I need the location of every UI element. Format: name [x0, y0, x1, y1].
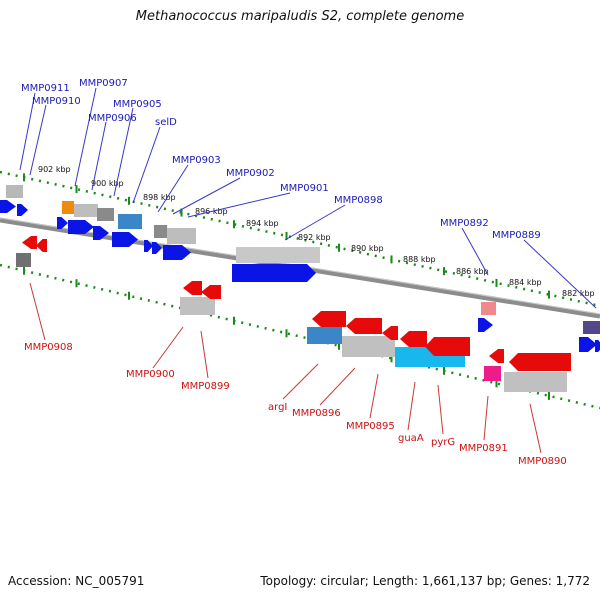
scale-label: 882 kbp — [562, 289, 595, 298]
reverse-gene-arrow — [22, 236, 37, 249]
gene-label-top: MMP0903 — [172, 155, 221, 166]
gene-label-top: MMP0889 — [492, 230, 541, 241]
forward-gene-arrow — [478, 318, 493, 332]
scale-label: 900 kbp — [91, 179, 124, 188]
scale-label: 890 kbp — [351, 244, 384, 253]
reverse-gene-arrow — [201, 285, 221, 299]
gene-label-bottom: argI — [268, 402, 287, 413]
forward-gene-arrow — [93, 226, 109, 240]
forward-gene-arrow — [579, 337, 597, 352]
reverse-gene-arrow — [346, 318, 382, 334]
labels-top: MMP0911 MMP0910 MMP0907 MMP0906 MMP0905 … — [19, 78, 597, 309]
accession-label: Accession: NC_005791 — [8, 574, 145, 588]
gene-label-top: MMP0907 — [79, 78, 128, 89]
topology-label: Topology: circular; Length: 1,661,137 bp… — [260, 574, 590, 588]
forward-gene-arrow — [68, 220, 94, 234]
scale-label: 894 kbp — [246, 219, 279, 228]
reverse-gene-arrow — [183, 281, 202, 295]
gene-label-top: MMP0898 — [334, 195, 383, 206]
reverse-gene-arrow — [312, 311, 346, 327]
forward-gene-arrow — [152, 242, 162, 254]
features-top — [6, 185, 600, 334]
labels-bottom: MMP0908 MMP0900 MMP0899 argI MMP0896 MMP… — [24, 282, 567, 467]
reverse-genes — [22, 236, 571, 371]
gene-label-top: MMP0892 — [440, 218, 489, 229]
gene-label-bottom: MMP0895 — [346, 421, 395, 432]
gene-label-bottom: pyrG — [431, 437, 455, 448]
reverse-gene-arrow — [509, 353, 571, 371]
scale-label: 892 kbp — [298, 233, 331, 242]
forward-gene-arrow — [144, 240, 153, 252]
gene-label-top: MMP0906 — [88, 113, 137, 124]
scale-label: 884 kbp — [509, 278, 542, 287]
reverse-gene-arrow — [382, 326, 398, 340]
reverse-gene-arrow — [425, 337, 470, 356]
reverse-gene-arrow — [36, 239, 47, 252]
forward-gene-arrow — [595, 340, 600, 352]
forward-genes — [0, 200, 600, 352]
reverse-gene-arrow — [489, 349, 504, 363]
forward-gene-arrow — [57, 217, 68, 229]
gene-label-bottom: MMP0890 — [518, 456, 567, 467]
scale-label: 886 kbp — [456, 267, 489, 276]
gene-label-top: selD — [155, 117, 177, 128]
gene-label-top: MMP0910 — [32, 96, 81, 107]
scale-label: 888 kbp — [403, 255, 436, 264]
gene-label-bottom: guaA — [398, 433, 424, 444]
gene-label-top: MMP0905 — [113, 99, 162, 110]
forward-gene-arrow — [232, 264, 316, 282]
scale-track-top — [0, 170, 600, 308]
scale-label: 902 kbp — [38, 165, 71, 174]
gene-label-bottom: MMP0899 — [181, 381, 230, 392]
forward-gene-arrow — [0, 200, 16, 213]
reverse-gene-arrow — [400, 331, 427, 347]
gene-label-top: MMP0901 — [280, 183, 329, 194]
map-title: Methanococcus maripaludis S2, complete g… — [135, 9, 465, 24]
features-bottom — [16, 253, 567, 392]
gene-label-bottom: MMP0896 — [292, 408, 341, 419]
scale-label: 898 kbp — [143, 193, 176, 202]
forward-gene-arrow — [17, 204, 28, 216]
gene-label-bottom: MMP0900 — [126, 369, 175, 380]
forward-gene-arrow — [112, 232, 138, 247]
gene-label-bottom: MMP0891 — [459, 443, 508, 454]
gene-label-top: MMP0911 — [21, 83, 70, 94]
gene-label-bottom: MMP0908 — [24, 342, 73, 353]
gene-label-top: MMP0902 — [226, 168, 275, 179]
forward-gene-arrow — [163, 245, 191, 260]
